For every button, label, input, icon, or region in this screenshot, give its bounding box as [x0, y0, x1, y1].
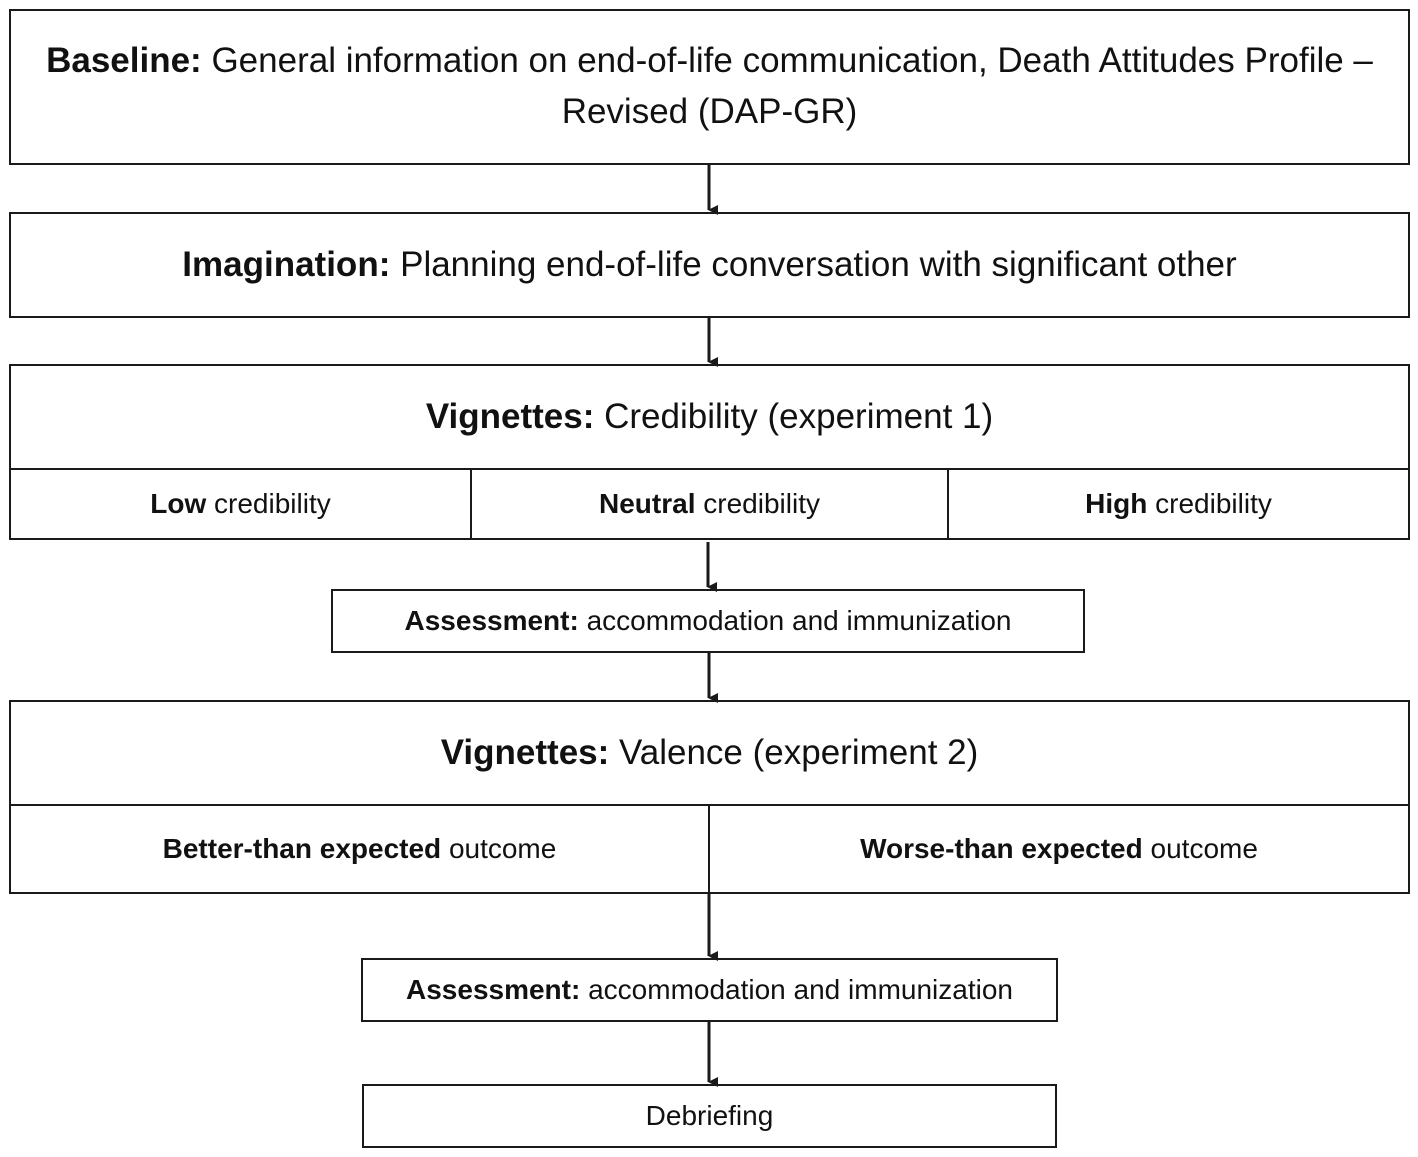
experiment1-conditions-row: Low credibility Neutral credibility High… — [11, 470, 1408, 538]
assessment2-box: Assessment: accommodation and immunizati… — [361, 958, 1058, 1022]
condition-low-label: Low — [150, 488, 207, 519]
experiment2-header: Vignettes: Valence (experiment 2) — [11, 702, 1408, 806]
condition-better-than-expected: Better-than expected outcome — [11, 806, 710, 892]
condition-low-text: credibility — [214, 488, 331, 519]
assessment1-description: accommodation and immunization — [586, 605, 1012, 636]
imagination-text: Imagination: Planning end-of-life conver… — [182, 245, 1236, 285]
experiment2-conditions-row: Better-than expected outcome Worse-than … — [11, 806, 1408, 892]
imagination-label: Imagination: — [182, 245, 391, 284]
condition-better-text: outcome — [448, 833, 557, 864]
experiment1-header-text: Credibility (experiment 1) — [604, 397, 994, 436]
baseline-text: Baseline: General information on end-of-… — [41, 36, 1378, 138]
condition-better-label: Better-than expected — [162, 833, 442, 864]
experiment1-header: Vignettes: Credibility (experiment 1) — [11, 366, 1408, 470]
baseline-label: Baseline: — [46, 41, 202, 81]
assessment2-text: Assessment: accommodation and immunizati… — [406, 974, 1013, 1006]
experiment2-header-label: Vignettes: — [440, 733, 610, 772]
condition-worse-text: outcome — [1150, 833, 1258, 864]
experiment1-header-label: Vignettes: — [425, 397, 595, 436]
debriefing-text: Debriefing — [645, 1100, 774, 1131]
assessment1-label: Assessment: — [404, 605, 579, 636]
condition-neutral-text: credibility — [703, 488, 820, 519]
assessment2-label: Assessment: — [406, 974, 581, 1005]
imagination-description: Planning end-of-life conversation with s… — [400, 245, 1237, 284]
experiment2-header-text: Valence (experiment 2) — [619, 733, 979, 772]
condition-high-text: credibility — [1155, 488, 1272, 519]
condition-neutral-credibility: Neutral credibility — [472, 470, 949, 538]
condition-worse-label: Worse-than expected — [860, 833, 1143, 864]
assessment2-description: accommodation and immunization — [588, 974, 1013, 1005]
experiment2-box: Vignettes: Valence (experiment 2) Better… — [9, 700, 1410, 894]
debriefing-box: Debriefing — [362, 1084, 1057, 1148]
baseline-description: General information on end-of-life commu… — [211, 41, 1373, 131]
condition-worse-than-expected: Worse-than expected outcome — [710, 806, 1408, 892]
condition-high-label: High — [1085, 488, 1148, 519]
assessment1-text: Assessment: accommodation and immunizati… — [405, 605, 1012, 637]
condition-neutral-label: Neutral — [599, 488, 696, 519]
condition-high-credibility: High credibility — [949, 470, 1408, 538]
experiment1-box: Vignettes: Credibility (experiment 1) Lo… — [9, 364, 1410, 540]
condition-low-credibility: Low credibility — [11, 470, 472, 538]
baseline-box: Baseline: General information on end-of-… — [9, 9, 1410, 165]
